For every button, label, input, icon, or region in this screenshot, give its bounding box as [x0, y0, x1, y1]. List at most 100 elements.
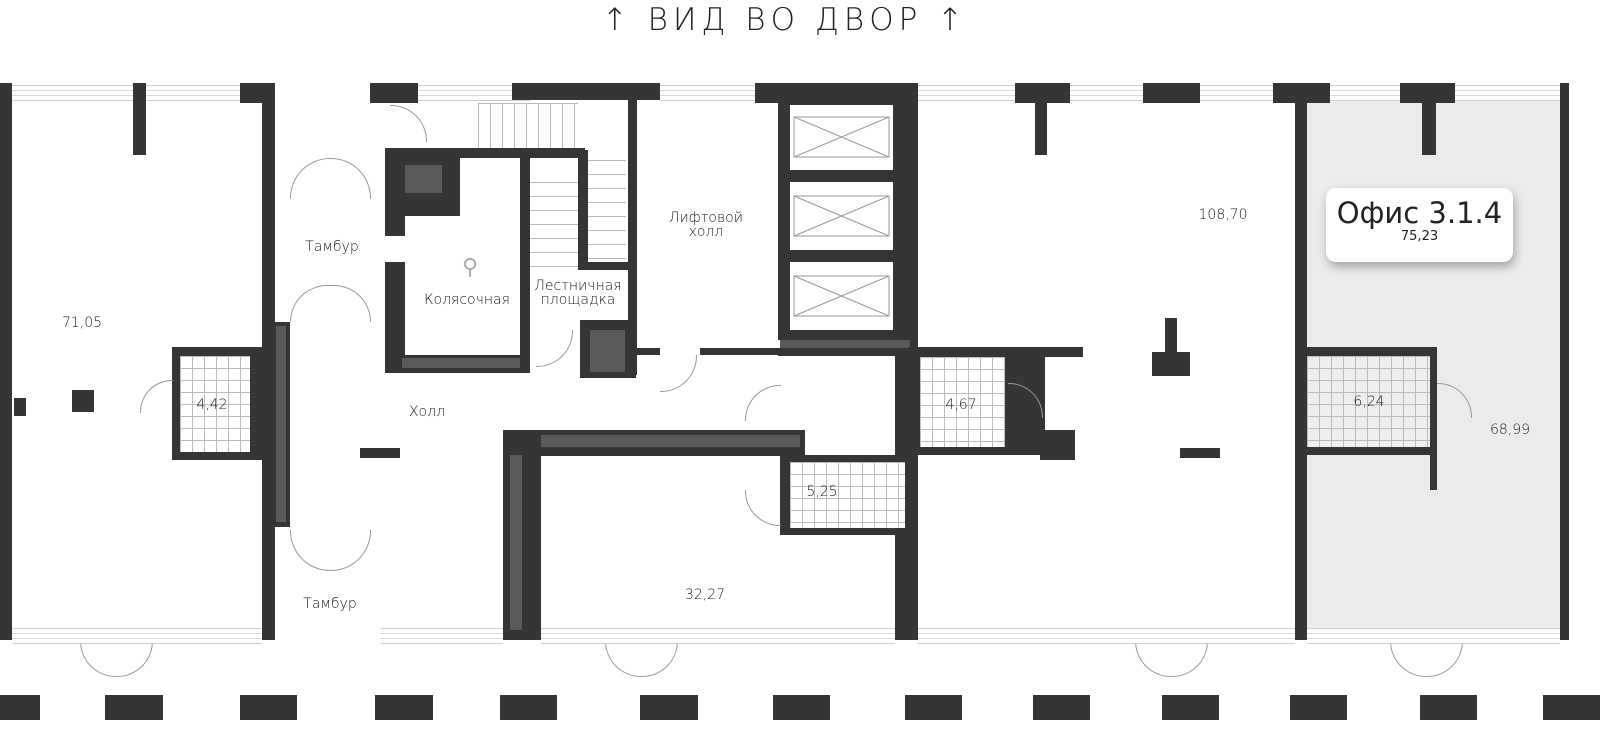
room-name-label: Колясочная: [424, 292, 510, 308]
room-name-label: Тамбур: [303, 596, 357, 612]
wall: [578, 262, 630, 270]
room-area-label: 4,67: [945, 397, 977, 413]
column: [1152, 352, 1190, 376]
wall: [385, 148, 585, 158]
window: [541, 628, 895, 644]
window: [918, 628, 1295, 644]
elevator-icon: [790, 105, 893, 170]
column: [72, 390, 94, 412]
elevator-icon: [790, 182, 893, 250]
door[interactable]: [290, 530, 331, 571]
facade-column: [1290, 695, 1347, 720]
facade-column: [375, 695, 433, 720]
door[interactable]: [745, 490, 781, 526]
wall: [0, 83, 12, 640]
facade-column: [105, 695, 163, 720]
door[interactable]: [330, 530, 371, 571]
door[interactable]: [116, 640, 153, 677]
wall: [578, 150, 588, 270]
wall: [370, 83, 418, 103]
column: [1035, 83, 1047, 155]
column: [1165, 318, 1177, 358]
wall-inner: [508, 435, 800, 447]
room-area-label: 4,42: [196, 397, 228, 413]
wall: [385, 148, 405, 236]
staircase[interactable]: [588, 160, 626, 268]
wc-tiles: [180, 356, 250, 452]
column: [133, 83, 146, 155]
door[interactable]: [330, 158, 371, 199]
wall: [512, 83, 660, 100]
door[interactable]: [1171, 640, 1208, 677]
facade-column: [1420, 695, 1477, 720]
shaft: [590, 330, 625, 372]
wall: [262, 83, 275, 640]
room-area-label: 68,99: [1489, 422, 1531, 438]
window: [918, 85, 1015, 101]
door[interactable]: [1390, 640, 1427, 677]
wall: [360, 448, 400, 458]
window: [12, 628, 262, 644]
wall-inner: [402, 358, 522, 368]
wall: [14, 398, 26, 416]
door[interactable]: [290, 285, 331, 322]
door[interactable]: [390, 105, 427, 142]
wall-inner: [276, 326, 286, 522]
facade-column: [773, 695, 830, 720]
wall: [700, 348, 780, 355]
window: [12, 85, 240, 101]
room-area-label: 108,70: [1198, 207, 1248, 223]
wall: [1143, 83, 1200, 103]
wall: [503, 430, 541, 640]
room-name-label: Лифтовой холл: [669, 210, 743, 240]
wc-tiles: [790, 462, 905, 528]
window: [418, 85, 530, 101]
wall: [778, 348, 918, 356]
wc-tiles: [920, 357, 1005, 447]
window: [1455, 85, 1560, 101]
window: [660, 85, 755, 101]
wall: [1180, 448, 1220, 458]
door[interactable]: [1426, 640, 1463, 677]
door[interactable]: [80, 640, 117, 677]
door[interactable]: [605, 640, 642, 677]
window: [1330, 85, 1400, 101]
office-name: Офис 3.1.4: [1336, 196, 1503, 230]
staircase[interactable]: [478, 103, 578, 150]
door[interactable]: [745, 385, 781, 421]
door[interactable]: [140, 380, 173, 413]
staircase[interactable]: [530, 182, 578, 274]
door[interactable]: [1135, 640, 1172, 677]
stroller-icon: ⚲: [461, 255, 479, 280]
door[interactable]: [536, 330, 573, 367]
wall-inner: [510, 455, 522, 630]
room-area-label: 6,24: [1353, 394, 1385, 410]
facade-column: [640, 695, 698, 720]
door[interactable]: [660, 355, 697, 392]
facade-column: [905, 695, 962, 720]
door[interactable]: [290, 158, 331, 199]
facade-column: [500, 695, 557, 720]
elevator-icon: [790, 262, 893, 330]
room-area-label: 32,27: [684, 587, 726, 603]
door[interactable]: [641, 640, 678, 677]
door[interactable]: [330, 285, 371, 322]
shaft: [402, 165, 442, 193]
facade-column: [1033, 695, 1090, 720]
room-name-label: Тамбур: [305, 239, 359, 255]
wall: [385, 262, 405, 373]
wall-inner: [780, 340, 910, 348]
window: [1307, 628, 1560, 644]
facade-column: [0, 695, 40, 720]
room-area-label: 5,25: [806, 484, 838, 500]
room-name-label: Холл: [408, 404, 446, 420]
facade-column: [1162, 695, 1219, 720]
wall: [636, 348, 660, 355]
wall: [1430, 455, 1437, 490]
wall: [1560, 83, 1569, 640]
window: [1200, 85, 1273, 101]
wall: [520, 150, 530, 373]
facade-column: [240, 695, 297, 720]
wc-tiles: [1307, 356, 1430, 447]
office-info-card[interactable]: Офис 3.1.4 75,23: [1326, 188, 1513, 262]
